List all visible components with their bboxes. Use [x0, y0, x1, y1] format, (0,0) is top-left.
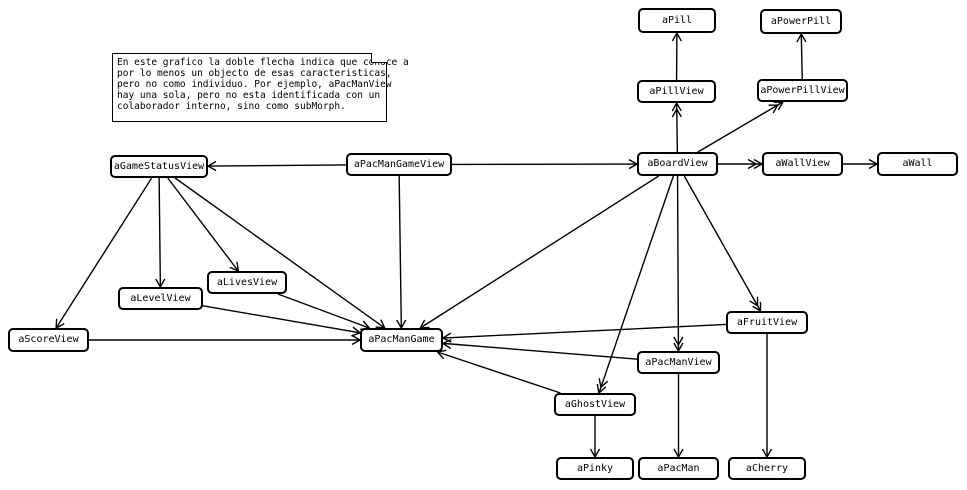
- edge-aboardview-to-apacmangame-line: [419, 175, 660, 329]
- edge-aboardview-to-apacmanview-arrowhead-second: [673, 336, 684, 347]
- edge-apacmangameview-to-agamestatusview-arrowhead: [206, 160, 217, 172]
- edge-aboardview-to-apillview-line: [675, 102, 679, 153]
- edge-apowerpillview-to-apowerpill-arrowhead: [796, 32, 807, 43]
- edge-apacmanview-to-apacmangame-arrowhead: [441, 338, 452, 350]
- node-apinky[interactable]: aPinky: [556, 457, 634, 480]
- edge-aboardview-to-afruitview-line: [683, 175, 762, 312]
- node-apill[interactable]: aPill: [638, 8, 716, 33]
- edge-aghostview-to-apacmangame-line: [437, 351, 561, 394]
- edge-agamestatusview-to-alevelview-line: [158, 177, 162, 288]
- node-apowerpillview[interactable]: aPowerPillView: [757, 79, 848, 102]
- edge-aboardview-to-awallview-arrowhead-second: [747, 158, 758, 170]
- edge-apowerpillview-to-apowerpill-line: [800, 33, 803, 80]
- node-apacmangame[interactable]: aPacManGame: [360, 328, 443, 352]
- edge-aboardview-to-apillview-arrowhead: [671, 101, 682, 112]
- note-line: En este grafico la doble flecha indica q…: [117, 57, 409, 68]
- edge-apacmangameview-to-apacmangame-line: [398, 175, 403, 329]
- edge-agamestatusview-to-apacmangame-line: [174, 177, 386, 329]
- edge-afruitview-to-apacmangame-line: [442, 323, 727, 339]
- edge-agamestatusview-to-alivesview-line: [167, 177, 239, 272]
- edge-alivesview-to-apacmangame-line: [277, 293, 370, 329]
- explanation-note: En este grafico la doble flecha indica q…: [112, 53, 409, 122]
- edge-alevelview-to-apacmangame-line: [202, 305, 361, 334]
- node-apacmanview[interactable]: aPacManView: [637, 351, 720, 374]
- edge-aboardview-to-apowerpillview-line: [697, 101, 784, 153]
- node-apacmangameview[interactable]: aPacManGameView: [346, 153, 452, 176]
- node-agamestatusview[interactable]: aGameStatusView: [110, 155, 208, 178]
- edge-agamestatusview-to-ascoreview-arrowhead: [55, 318, 65, 330]
- node-alevelview[interactable]: aLevelView: [118, 287, 203, 310]
- node-aghostview[interactable]: aGhostView: [554, 393, 636, 416]
- edge-apacmangameview-to-agamestatusview-line: [207, 164, 347, 167]
- edge-aboardview-to-apacmanview-line: [676, 175, 680, 352]
- node-aboardview[interactable]: aBoardView: [637, 152, 718, 176]
- node-acherry[interactable]: aCherry: [728, 457, 806, 480]
- edge-apillview-to-apill-arrowhead: [671, 31, 682, 42]
- node-ascoreview[interactable]: aScoreView: [8, 328, 89, 352]
- edge-aboardview-to-apowerpillview-arrowhead-second: [768, 104, 780, 114]
- note-line: por lo menos un objecto de esas caracter…: [117, 68, 392, 79]
- edge-apacmanview-to-apacmangame-line: [442, 342, 638, 360]
- node-alivesview[interactable]: aLivesView: [207, 271, 287, 294]
- node-apowerpill[interactable]: aPowerPill: [760, 9, 842, 34]
- edge-aghostview-to-apacmangame-arrowhead: [436, 349, 447, 360]
- edge-agamestatusview-to-ascoreview-line: [55, 177, 153, 329]
- edge-aboardview-to-apacmangame-arrowhead: [419, 319, 430, 329]
- note-folded-corner: [371, 53, 387, 63]
- edge-aboardview-to-apowerpillview-arrowhead: [773, 101, 785, 111]
- edge-aboardview-to-afruitview-arrowhead-second: [749, 296, 759, 308]
- node-awallview[interactable]: aWallView: [762, 152, 843, 176]
- note-line: colaborador interno, sino como subMorph.: [117, 101, 346, 112]
- note-line: hay una sola, pero no esta identificada …: [117, 90, 381, 101]
- node-apillview[interactable]: aPillView: [637, 80, 716, 103]
- node-apacman[interactable]: aPacMan: [638, 457, 719, 480]
- edge-aboardview-to-apillview-arrowhead-second: [671, 107, 682, 118]
- note-line: pero no como individuo. Por ejemplo, aPa…: [117, 79, 392, 90]
- node-awall[interactable]: aWall: [877, 152, 958, 176]
- node-afruitview[interactable]: aFruitView: [726, 311, 808, 334]
- edge-aboardview-to-aghostview-arrowhead-second: [598, 378, 609, 389]
